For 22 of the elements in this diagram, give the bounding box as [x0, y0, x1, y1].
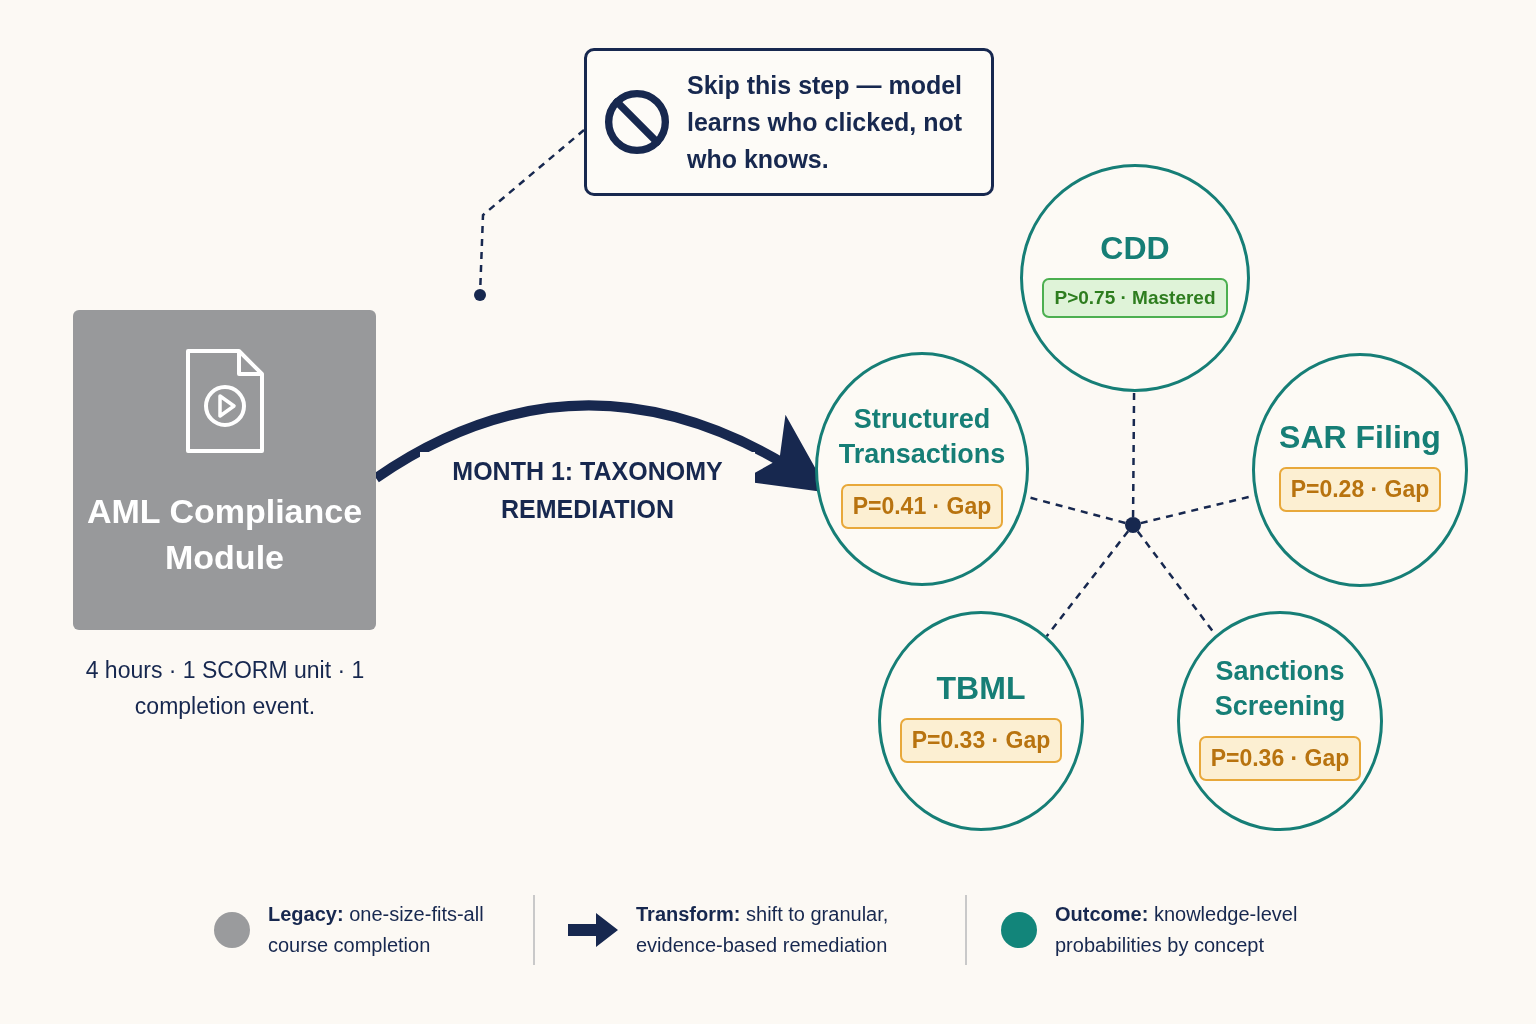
legend-text: Outcome: knowledge-level probabilities by concept [1055, 902, 1299, 958]
probability-badge: P=0.36 · Gap [1198, 735, 1362, 781]
legend-text: Legacy: one-size-fits-all course completion [268, 902, 485, 958]
probability-badge: P=0.33 · Gap [899, 718, 1063, 763]
hub-dot [1125, 517, 1141, 533]
probability-badge: P=0.41 · Gap [840, 483, 1004, 529]
module-title: AML Compliance Module [85, 491, 364, 578]
callout-text: Skip this step — model learns who clicked, not who knows. [687, 69, 964, 175]
probability-badge: P=0.28 · Gap [1278, 467, 1442, 512]
concept-title: Structured Transactions [837, 402, 1007, 471]
dashed-connector [1131, 392, 1136, 517]
legend-text: Transform: shift to granular, evidence-based remediation [636, 902, 890, 958]
dashed-connector [1045, 530, 1130, 638]
callout-box [584, 48, 994, 196]
module-caption: 4 hours · 1 SCORM unit · 1 completion event. [84, 656, 366, 721]
leader-dot [474, 289, 486, 301]
concept-title: TBML [936, 671, 1026, 706]
module-card [73, 310, 376, 630]
concept-title: Sanctions Screening [1213, 654, 1347, 723]
concept-title: CDD [1100, 230, 1170, 266]
concept-title: SAR Filing [1279, 420, 1441, 455]
probability-badge: P>0.75 · Mastered [1042, 277, 1228, 318]
